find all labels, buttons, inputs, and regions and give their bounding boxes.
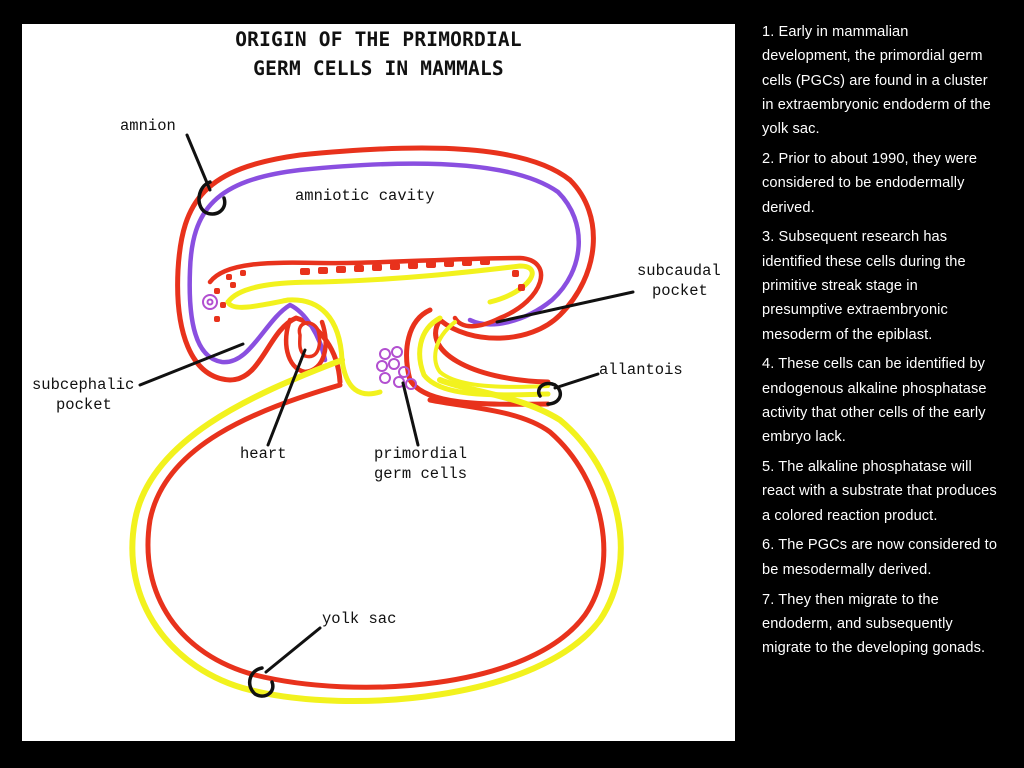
outer-ectoderm-line <box>175 145 596 385</box>
yolk-sac-red <box>145 382 607 690</box>
yolk-sac-yellow <box>129 357 624 705</box>
note-3: 3. Subsequent research has identified th… <box>762 229 966 343</box>
allantois-hook <box>537 381 563 406</box>
yolk-sac-hook <box>247 666 275 698</box>
heart-loop <box>297 321 322 359</box>
label-subcephalic: subcephalic <box>32 376 135 394</box>
label-subcephalic-pocket: pocket <box>56 396 112 414</box>
label-amniotic-cavity: amniotic cavity <box>295 187 435 205</box>
inner-ectoderm-line <box>207 255 544 329</box>
endoderm-lower-line <box>225 297 383 397</box>
amnion-layer-line <box>187 161 581 365</box>
stalk-yellow-line-2 <box>433 320 550 389</box>
note-1: 1. Early in mammalian development, the p… <box>762 24 991 138</box>
label-primordial: primordial <box>374 445 468 463</box>
pgc-cluster <box>376 346 417 390</box>
leader-lines <box>138 133 635 674</box>
label-subcaudal: subcaudal <box>637 262 721 280</box>
label-subcaudal-pocket: pocket <box>652 282 708 300</box>
figure-title-line-2: GERM CELLS IN MAMMALS <box>253 57 504 80</box>
amnion-hook <box>197 180 227 216</box>
note-5: 5. The alkaline phosphatase will react w… <box>762 459 997 524</box>
figure-title-line-1: ORIGIN OF THE PRIMORDIAL <box>235 28 522 51</box>
label-allantois: allantois <box>599 361 683 379</box>
label-heart: heart <box>240 445 287 463</box>
endoderm-upper-line <box>225 263 535 305</box>
note-7: 7. They then migrate to the endoderm, an… <box>762 591 986 657</box>
note-2: 2. Prior to about 1990, they were consid… <box>762 150 978 216</box>
head-pgc-cluster <box>202 294 218 310</box>
disc-red-dots <box>214 258 525 322</box>
stalk-red-line <box>404 307 551 407</box>
label-yolk-sac: yolk sac <box>322 610 397 628</box>
label-amnion: amnion <box>120 117 176 135</box>
diagram-panel: ORIGIN OF THE PRIMORDIAL GERM CELLS IN M… <box>22 24 735 741</box>
notes-list: 1. Early in mammalian development, the p… <box>762 20 998 666</box>
note-4: 4. These cells can be identified by endo… <box>762 356 987 446</box>
note-6: 6. The PGCs are now considered to be mes… <box>762 537 998 578</box>
embryo-diagram <box>129 133 635 705</box>
label-germ-cells: germ cells <box>374 465 468 483</box>
